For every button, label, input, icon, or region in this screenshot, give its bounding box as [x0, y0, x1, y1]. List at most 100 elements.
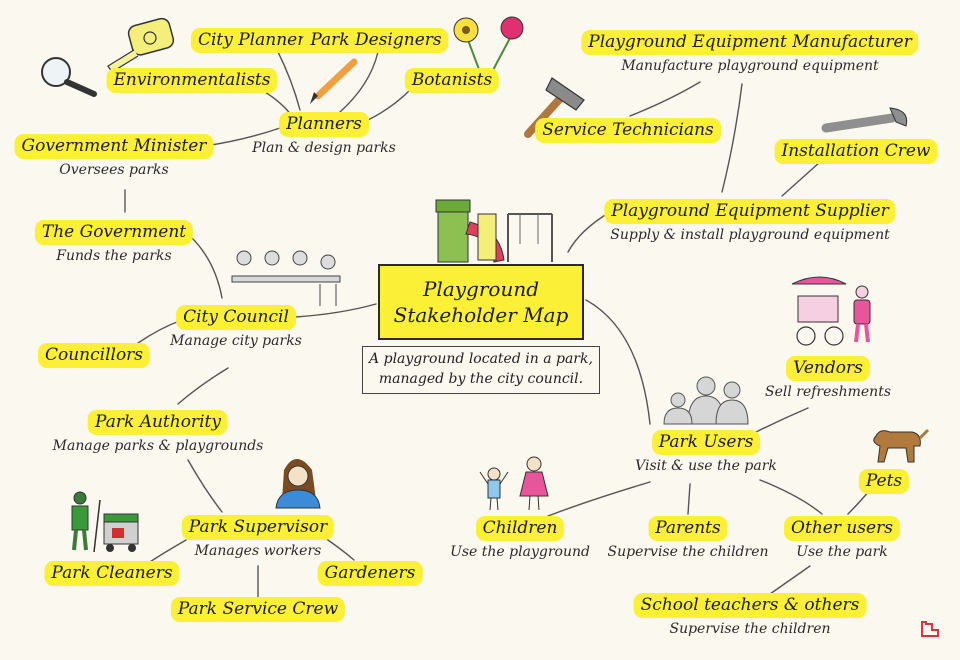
logo-icon	[921, 621, 939, 637]
label-botanists: Botanists	[404, 68, 500, 93]
pencil-icon	[310, 58, 358, 104]
map-title: Playground Stakeholder Map	[378, 264, 584, 340]
label-park-users: Park Users	[651, 430, 761, 455]
link-cityplanners-planners	[277, 51, 301, 111]
label-equipment-supplier: Playground Equipment Supplier	[604, 199, 896, 224]
link-center-parkusers	[585, 299, 651, 425]
node-parents: Parents Supervise the children	[608, 516, 769, 561]
label-park-authority: Park Authority	[88, 410, 228, 435]
link-council-authority	[177, 367, 229, 405]
node-park-cleaners: Park Cleaners	[44, 561, 180, 586]
role-parents: Supervise the children	[607, 544, 769, 560]
label-gardeners: Gardeners	[317, 561, 423, 586]
tape-measure-icon	[107, 17, 175, 73]
node-park-service-crew: Park Service Crew	[170, 597, 346, 622]
node-equipment-supplier: Playground Equipment Supplier Supply & i…	[604, 199, 896, 244]
label-city-council: City Council	[176, 305, 296, 330]
users-icon	[663, 376, 749, 425]
node-environmentalists: Environmentalists	[106, 68, 278, 93]
link-parkusers-children	[547, 481, 651, 517]
label-park-service-crew: Park Service Crew	[170, 597, 346, 622]
link-parkusers-parents	[687, 483, 691, 515]
label-children: Children	[475, 516, 565, 541]
node-children: Children Use the playground	[450, 516, 590, 561]
node-gardeners: Gardeners	[317, 561, 423, 586]
role-equipment-manufacturer: Manufacture playground equipment	[621, 58, 879, 74]
role-city-council: Manage city parks	[170, 333, 302, 349]
node-pets: Pets	[858, 469, 910, 494]
node-park-designers: Park Designers	[303, 28, 449, 53]
children-icon	[479, 456, 549, 511]
link-manufacturer-supplier	[721, 83, 743, 193]
label-park-cleaners: Park Cleaners	[44, 561, 180, 586]
label-installation-crew: Installation Crew	[774, 139, 938, 164]
map-description-line2: managed by the city council.	[378, 371, 584, 387]
link-government-council	[189, 235, 223, 299]
role-the-government: Funds the parks	[56, 248, 172, 264]
link-botanists-planners	[367, 89, 411, 121]
role-children: Use the playground	[450, 544, 590, 560]
node-service-technicians: Service Technicians	[535, 118, 721, 143]
label-service-technicians: Service Technicians	[535, 118, 721, 143]
map-description-line1: A playground located in a park,	[369, 351, 593, 367]
map-title-line1: Playground	[422, 277, 540, 301]
council-meeting-icon	[231, 250, 341, 306]
link-parkdesigners-planners	[339, 51, 379, 113]
node-vendors: Vendors Sell refreshments	[765, 356, 891, 401]
role-vendors: Sell refreshments	[764, 384, 892, 400]
link-council-center	[294, 303, 377, 318]
node-installation-crew: Installation Crew	[774, 139, 938, 164]
label-government-minister: Government Minister	[14, 134, 214, 159]
label-city-planners: City Planners	[190, 28, 322, 53]
map-title-line2: Stakeholder Map	[393, 303, 569, 327]
node-planners: Planners Plan & design parks	[252, 112, 396, 157]
node-park-users: Park Users Visit & use the park	[635, 430, 777, 475]
label-school-teachers: School teachers & others	[633, 593, 867, 618]
role-planners: Plan & design parks	[252, 140, 396, 156]
dog-icon	[873, 428, 930, 463]
supervisor-icon	[275, 459, 321, 509]
label-park-designers: Park Designers	[303, 28, 449, 53]
node-equipment-manufacturer: Playground Equipment Manufacturer Manufa…	[581, 30, 919, 75]
playground-icon	[435, 199, 553, 263]
role-park-users: Visit & use the park	[635, 458, 777, 474]
cleaner-icon	[71, 491, 139, 553]
link-parkusers-otherusers	[759, 479, 823, 515]
label-equipment-manufacturer: Playground Equipment Manufacturer	[581, 30, 919, 55]
wrench-icon	[821, 107, 908, 133]
map-description: A playground located in a park, managed …	[362, 346, 600, 394]
role-government-minister: Oversees parks	[59, 162, 169, 178]
role-other-users: Use the park	[796, 544, 888, 560]
label-park-supervisor: Park Supervisor	[181, 515, 335, 540]
node-park-authority: Park Authority Manage parks & playground…	[52, 410, 264, 455]
link-authority-supervisor	[187, 459, 223, 513]
label-environmentalists: Environmentalists	[106, 68, 278, 93]
node-government-minister: Government Minister Oversees parks	[14, 134, 214, 179]
cart-vendor-icon	[791, 276, 871, 346]
link-installation-supplier	[781, 161, 821, 197]
flowers-icon	[453, 16, 524, 73]
label-the-government: The Government	[34, 220, 194, 245]
label-planners: Planners	[279, 112, 369, 137]
node-other-users: Other users Use the park	[784, 516, 900, 561]
magnifying-glass-icon	[41, 57, 97, 97]
label-vendors: Vendors	[786, 356, 870, 381]
node-city-council: City Council Manage city parks	[170, 305, 302, 350]
label-pets: Pets	[858, 469, 910, 494]
node-school-teachers: School teachers & others Supervise the c…	[633, 593, 867, 638]
link-otherusers-teachers	[769, 565, 811, 595]
role-equipment-supplier: Supply & install playground equipment	[610, 227, 890, 243]
label-parents: Parents	[648, 516, 728, 541]
node-councillors: Councillors	[37, 343, 151, 368]
role-park-supervisor: Manages workers	[194, 543, 322, 559]
label-councillors: Councillors	[37, 343, 151, 368]
hammer-icon	[524, 77, 585, 138]
role-school-teachers: Supervise the children	[669, 621, 831, 637]
link-technicians-manufacturer	[629, 81, 701, 117]
node-park-supervisor: Park Supervisor Manages workers	[181, 515, 335, 560]
node-botanists: Botanists	[404, 68, 500, 93]
node-the-government: The Government Funds the parks	[34, 220, 194, 265]
role-park-authority: Manage parks & playgrounds	[52, 438, 264, 454]
